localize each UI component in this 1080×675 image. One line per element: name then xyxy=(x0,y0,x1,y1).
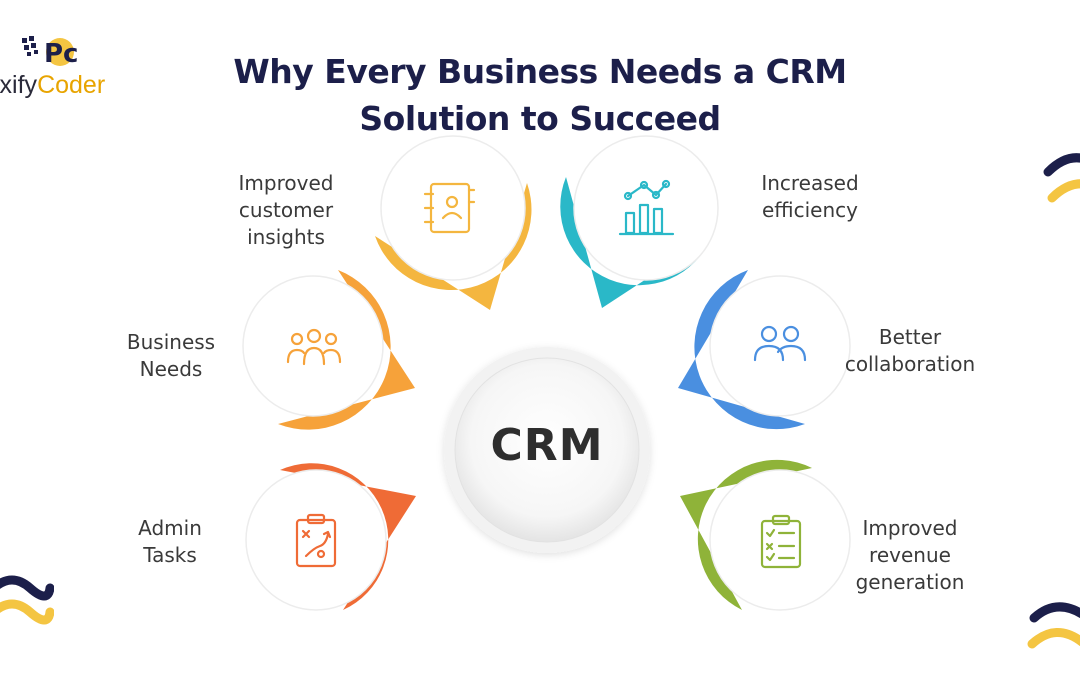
logo-wordmark-suffix: Coder xyxy=(37,71,106,99)
benefit-node-efficiency xyxy=(560,135,719,308)
users-icon xyxy=(753,325,807,362)
strategy-clipboard-icon xyxy=(295,513,337,568)
label-line: Improved xyxy=(862,516,958,540)
checklist-icon xyxy=(760,514,802,569)
team-icon xyxy=(286,328,342,366)
label-line: Business xyxy=(126,330,216,354)
accent-arc xyxy=(280,463,416,610)
crm-center-circle xyxy=(454,357,640,543)
label-line: Admin xyxy=(138,516,202,540)
label-line: Increased xyxy=(761,171,859,195)
brand-logo: Pc ixifyCoder xyxy=(0,34,130,104)
benefit-node-collaboration xyxy=(678,270,851,430)
contact-book-icon xyxy=(423,182,476,234)
benefit-label-collaboration: Better collaboration xyxy=(830,324,990,378)
node-circle xyxy=(573,135,719,281)
title-line-1: Why Every Business Needs a CRM xyxy=(233,52,847,91)
node-circle xyxy=(709,275,851,417)
benefit-label-customer-insights: Improved customer insights xyxy=(206,170,366,251)
label-line: insights xyxy=(247,225,325,249)
benefit-node-admin-tasks xyxy=(245,463,416,611)
decorative-wave-top-right xyxy=(1043,153,1080,203)
node-circle xyxy=(242,275,384,417)
decorative-wave-bottom-right xyxy=(1027,602,1080,649)
benefit-node-customer-insights xyxy=(375,135,532,310)
page-title: Why Every Business Needs a CRM Solution … xyxy=(170,48,910,142)
benefit-node-revenue xyxy=(680,459,851,611)
accent-arc xyxy=(680,459,812,610)
logo-wordmark: ixifyCoder xyxy=(0,71,105,100)
label-line: Needs xyxy=(139,357,203,381)
label-line: revenue xyxy=(869,543,951,567)
logo-monogram: Pc xyxy=(44,39,78,69)
benefit-node-business-needs xyxy=(242,270,415,430)
node-circle xyxy=(709,469,851,611)
benefit-label-business-needs: Business Needs xyxy=(100,329,242,383)
accent-arc xyxy=(678,270,805,430)
label-line: customer xyxy=(238,198,334,222)
benefit-label-efficiency: Increased efficiency xyxy=(730,170,890,224)
label-line: Improved xyxy=(238,171,334,195)
crm-center-label: CRM xyxy=(490,420,604,471)
label-line: generation xyxy=(855,570,965,594)
title-line-2: Solution to Succeed xyxy=(359,99,721,138)
label-line: Better xyxy=(878,325,942,349)
label-line: Tasks xyxy=(143,543,197,567)
growth-chart-icon xyxy=(618,179,675,236)
benefit-label-revenue: Improved revenue generation xyxy=(830,515,990,596)
logo-wordmark-prefix: ixify xyxy=(0,71,38,99)
benefit-label-admin-tasks: Admin Tasks xyxy=(110,515,230,569)
accent-arc xyxy=(375,183,532,310)
logo-mark-icon: Pc xyxy=(22,36,78,69)
node-circle xyxy=(245,469,387,611)
accent-arc xyxy=(278,270,415,430)
decorative-wave-bottom-left xyxy=(0,575,54,625)
label-line: efficiency xyxy=(761,198,858,222)
accent-arc xyxy=(560,177,712,308)
label-line: collaboration xyxy=(844,352,976,376)
